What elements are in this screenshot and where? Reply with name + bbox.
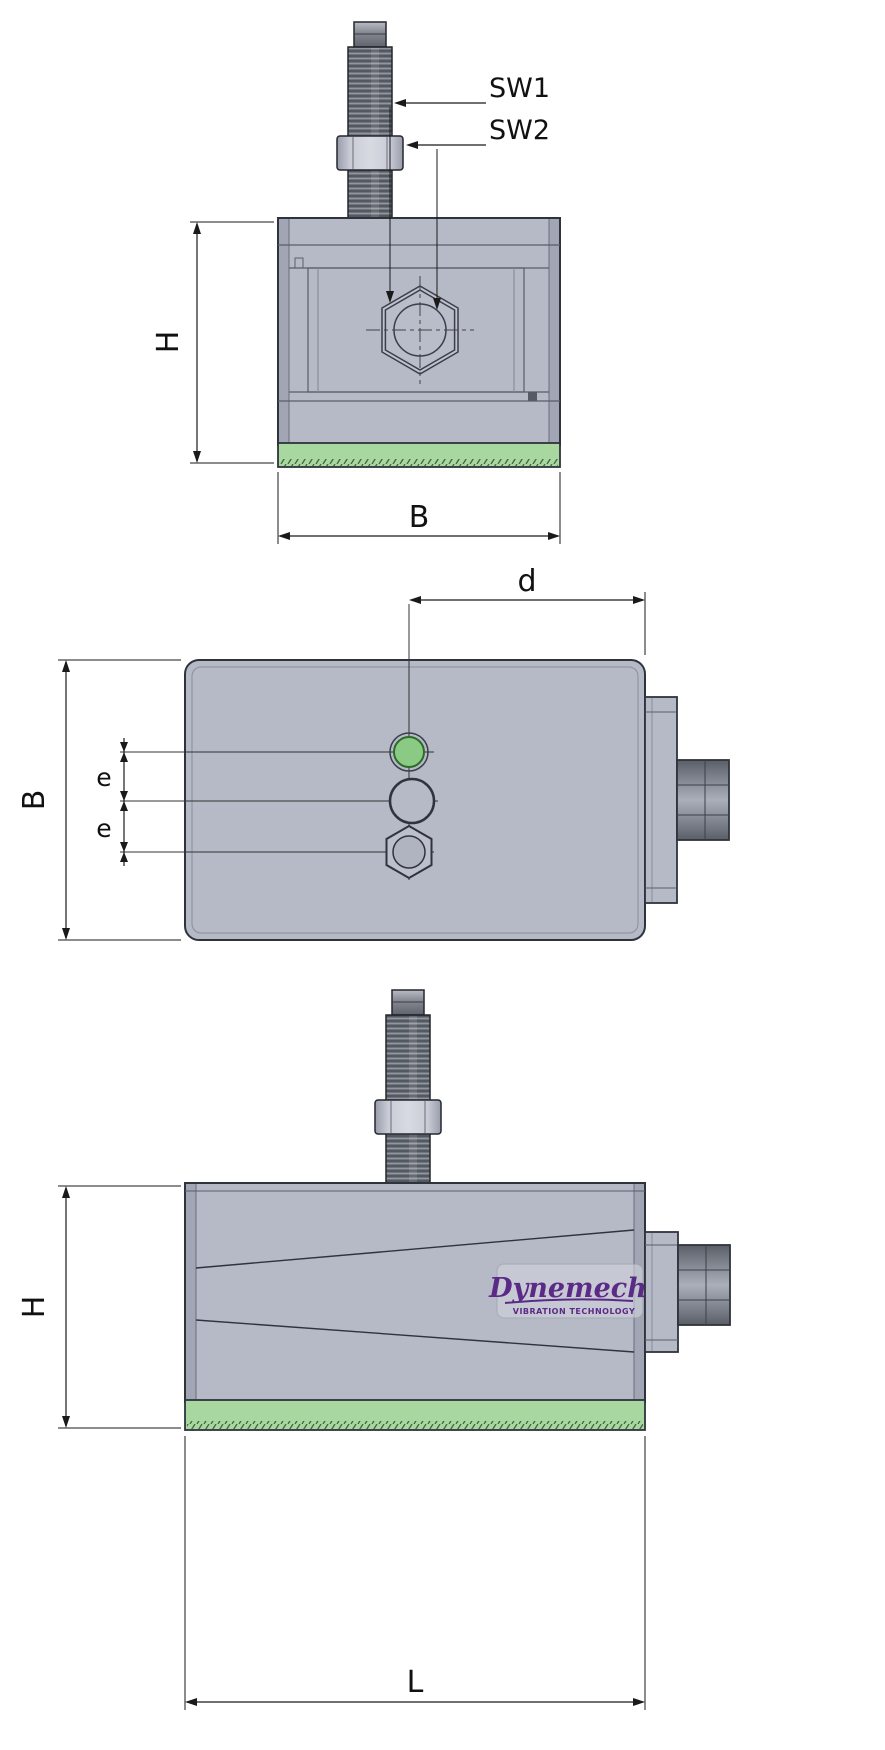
side-jam-nut <box>374 1099 442 1135</box>
side-dim-h-label: H <box>17 1296 52 1319</box>
side-body-edge-left <box>186 1184 196 1401</box>
front-dim-height <box>190 221 274 464</box>
side-step <box>644 1231 679 1353</box>
front-view: H B SW1 SW2 <box>151 21 561 544</box>
plan-dim-e2-label: e <box>96 814 111 843</box>
plan-body-inner-line <box>191 666 639 934</box>
side-wedge-line-lower <box>195 1319 635 1353</box>
side-stud <box>374 989 442 1186</box>
side-dim-l-label: L <box>407 1665 424 1700</box>
plan-center-hole <box>388 777 436 825</box>
plan-view: d B e e <box>17 564 730 941</box>
front-stud-shaft <box>347 46 393 219</box>
side-view: Dynemech VIBRATION TECHNOLOGY H L <box>17 989 731 1710</box>
front-corner-detail <box>528 392 537 401</box>
plan-side-step <box>644 696 678 904</box>
front-green-pad <box>277 442 561 468</box>
plan-side-bolt <box>676 759 730 841</box>
plan-dim-e <box>120 738 128 866</box>
plan-dim-d-label: d <box>517 564 536 599</box>
side-bolt <box>677 1244 731 1326</box>
front-dim-sw2-label: SW2 <box>489 115 550 146</box>
front-jam-nut <box>336 135 404 171</box>
plan-dim-e1-label: e <box>96 763 111 792</box>
plan-green-hole-ring <box>389 732 429 772</box>
plan-green-hole <box>393 736 425 768</box>
side-logo: Dynemech VIBRATION TECHNOLOGY <box>488 1263 647 1319</box>
front-body-edge-left <box>279 219 289 444</box>
front-dim-sw1 <box>386 99 486 303</box>
plan-dim-b-label: B <box>17 790 52 811</box>
front-dim-b-label: B <box>409 500 430 535</box>
front-dim-width <box>277 472 561 544</box>
front-stud-highlight <box>371 48 379 217</box>
front-inner-panel <box>307 267 525 393</box>
front-dim-sw2 <box>406 141 486 310</box>
side-wedge-line-upper <box>195 1229 635 1269</box>
side-pad-hatch <box>187 1421 643 1429</box>
plan-dim-d <box>409 592 646 655</box>
front-dim-h-label: H <box>151 331 186 354</box>
side-green-pad <box>184 1399 646 1431</box>
brand-logo-tagline: VIBRATION TECHNOLOGY <box>513 1307 636 1316</box>
plan-dim-width <box>58 659 181 941</box>
brand-logo-swoosh <box>504 1298 634 1304</box>
front-dim-sw1-label: SW1 <box>489 73 550 104</box>
side-dim-height <box>58 1185 181 1429</box>
front-stud <box>336 21 404 219</box>
front-body-edge-right <box>549 219 559 444</box>
front-pad-hatch <box>280 459 558 466</box>
side-dim-length <box>184 1436 646 1710</box>
front-hex-bolt <box>366 276 474 384</box>
plan-hex-nut-bore <box>392 835 426 869</box>
plan-holes <box>120 604 438 880</box>
brand-logo-plate <box>496 1263 644 1319</box>
front-notch-detail <box>294 257 304 269</box>
